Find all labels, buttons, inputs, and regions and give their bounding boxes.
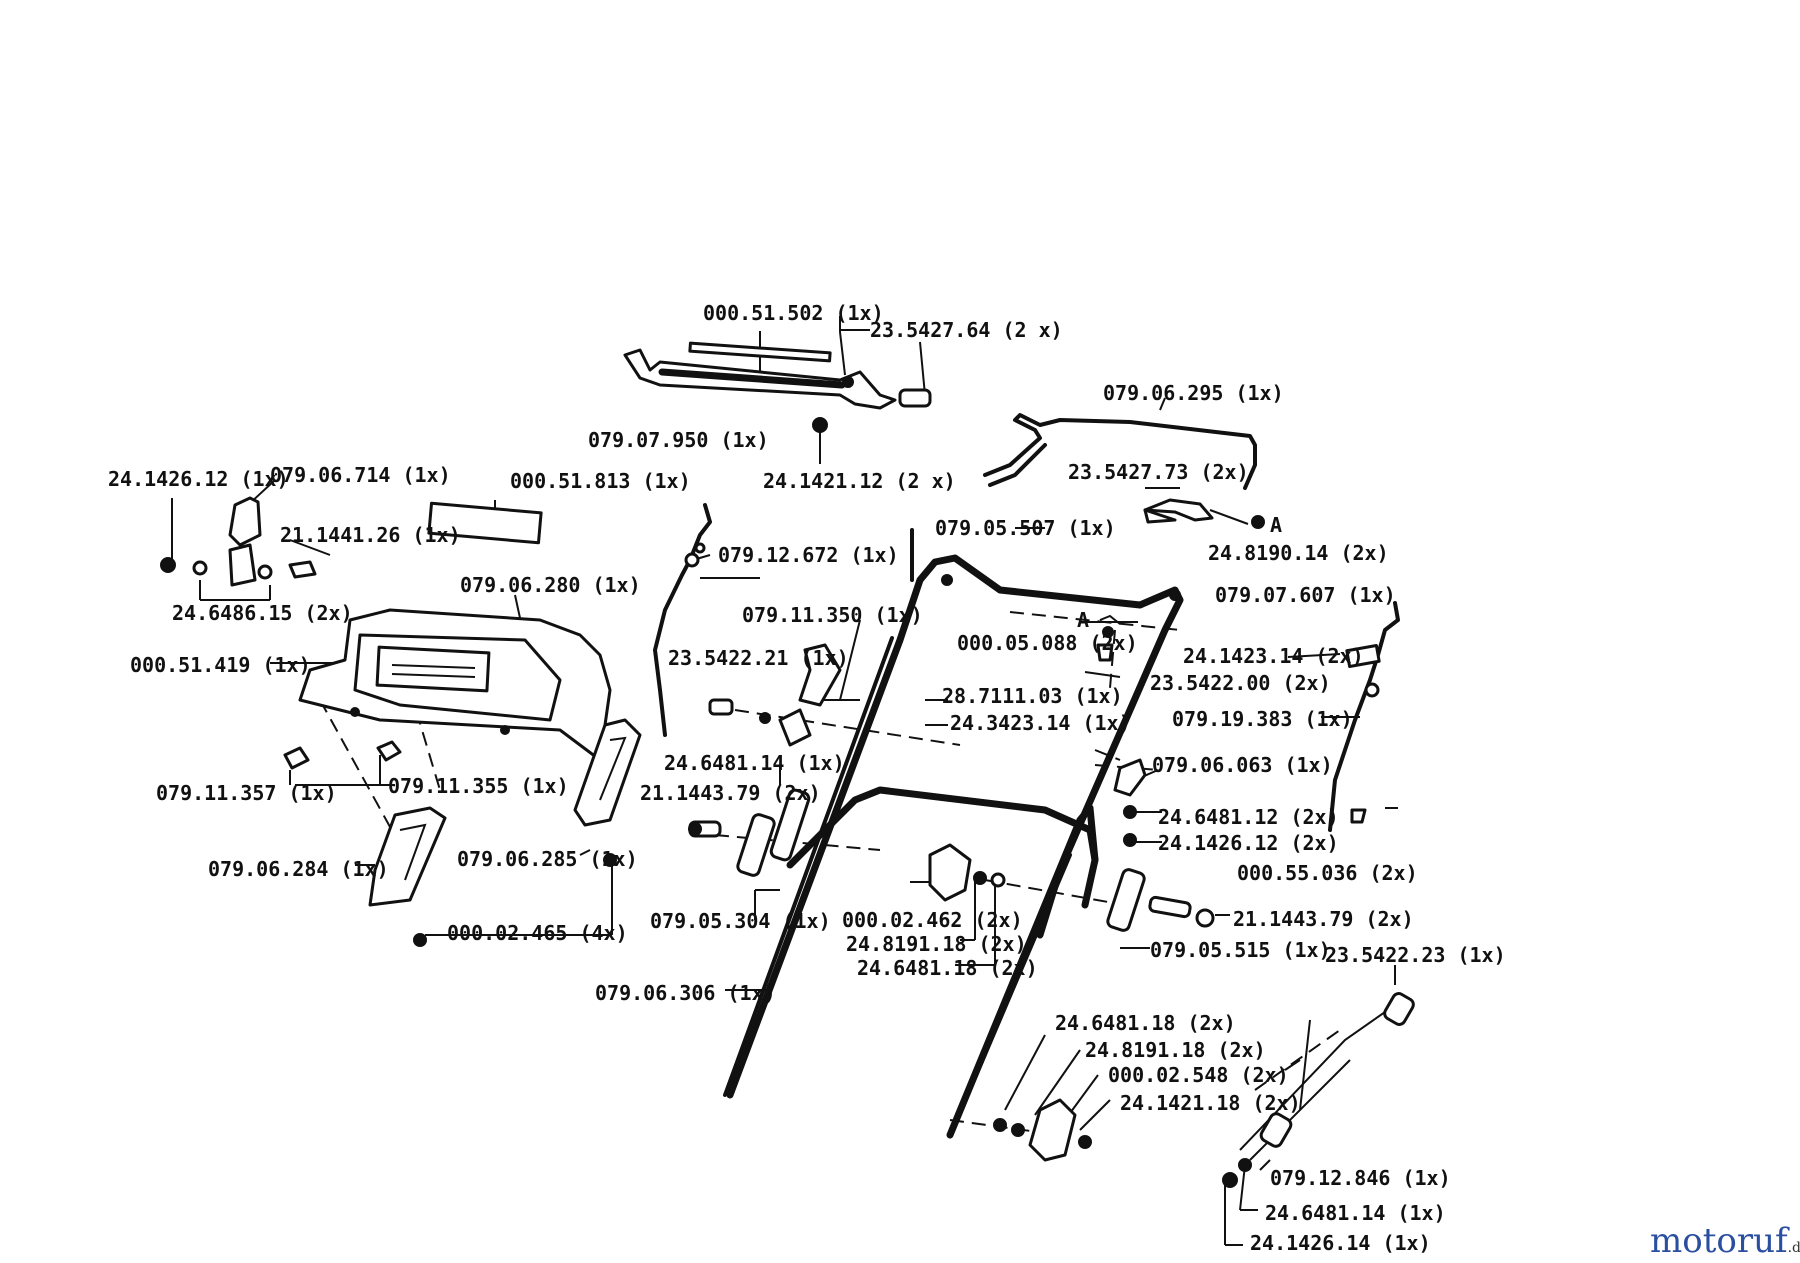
label-28-7111-03: 28.7111.03 (1x) — [942, 684, 1123, 708]
watermark-logo: motoruf.de — [1650, 1221, 1800, 1261]
label-079-05-507: 079.05.507 (1x) — [935, 516, 1116, 540]
label-079-06-063: 079.06.063 (1x) — [1152, 753, 1333, 777]
watermark-brand: motoruf — [1650, 1221, 1790, 1261]
label-000-51-419: 000.51.419 (1x) — [130, 653, 311, 677]
watermark-tld: .de — [1788, 1240, 1800, 1256]
handle-bar-079-06-295 — [983, 413, 1265, 529]
label-24-8190-14: 24.8190.14 (2x) — [1208, 541, 1389, 565]
switch-079-06-714 — [160, 496, 317, 587]
label-23-5422-21: 23.5422.21 (1x) — [668, 646, 849, 670]
label-079-11-355: 079.11.355 (1x) — [388, 774, 569, 798]
label-079-07-607: 079.07.607 (1x) — [1215, 583, 1396, 607]
label-23-5427-64: 23.5427.64 (2 x) — [870, 318, 1063, 342]
label-24-1426-12-a: 24.1426.12 (1x) — [108, 467, 289, 491]
knob-000-02-462 — [928, 843, 1006, 902]
label-24-1423-14: 24.1423.14 (2x) — [1183, 644, 1364, 668]
label-21-1443-79-b: 21.1443.79 (2x) — [1233, 907, 1414, 931]
part-labels: 000.51.502 (1x) 23.5427.64 (2 x) 079.07.… — [108, 301, 1506, 1255]
bracket-079-06-284 — [368, 806, 447, 907]
clamp-079-05-515 — [1106, 868, 1215, 932]
label-23-5422-23: 23.5422.23 (1x) — [1325, 943, 1506, 967]
control-079-06-063 — [1096, 614, 1147, 847]
label-23-5422-00: 23.5422.00 (2x) — [1150, 671, 1331, 695]
label-24-6481-14: 24.6481.14 (1x) — [664, 751, 845, 775]
label-079-11-357: 079.11.357 (1x) — [156, 781, 337, 805]
label-000-02-462: 000.02.462 (2x) — [842, 908, 1023, 932]
label-079-06-284: 079.06.284 (1x) — [208, 857, 389, 881]
knob-000-02-548 — [993, 1098, 1092, 1162]
label-079-12-672: 079.12.672 (1x) — [718, 543, 899, 567]
label-24-1426-12-b: 24.1426.12 (2x) — [1158, 831, 1339, 855]
label-079-06-306: 079.06.306 (1x) — [595, 981, 776, 1005]
label-079-06-295: 079.06.295 (1x) — [1103, 381, 1284, 405]
label-24-6481-12: 24.6481.12 (2x) — [1158, 805, 1339, 829]
cover-079-06-280 — [298, 501, 612, 762]
label-079-06-280: 079.06.280 (1x) — [460, 573, 641, 597]
label-079-12-846: 079.12.846 (1x) — [1270, 1166, 1451, 1190]
label-21-1443-79-a: 21.1443.79 (2x) — [640, 781, 821, 805]
label-079-07-950: 079.07.950 (1x) — [588, 428, 769, 452]
nut-24-1421-12 — [812, 417, 828, 433]
label-23-5427-73: 23.5427.73 (2x) — [1068, 460, 1249, 484]
label-000-02-548: 000.02.548 (2x) — [1108, 1063, 1289, 1087]
label-079-19-383: 079.19.383 (1x) — [1172, 707, 1353, 731]
label-000-05-088: 000.05.088 (2x) — [957, 631, 1138, 655]
svg-text:motoruf.de: motoruf.de — [1650, 1221, 1800, 1261]
label-000-02-465: 000.02.465 (4x) — [447, 921, 628, 945]
label-24-1421-12: 24.1421.12 (2 x) — [763, 469, 956, 493]
label-A: A — [1270, 513, 1282, 537]
label-079-11-350: 079.11.350 (1x) — [742, 603, 923, 627]
label-000-51-813: 000.51.813 (1x) — [510, 469, 691, 493]
lower-handle — [786, 786, 1099, 1139]
bracket-079-07-950 — [623, 341, 932, 410]
label-24-1421-18: 24.1421.18 (2x) — [1120, 1091, 1301, 1115]
label-24-6481-14-b: 24.6481.14 (1x) — [1265, 1201, 1446, 1225]
clamp-079-05-304 — [688, 788, 811, 877]
lever-079-11-350 — [708, 643, 842, 747]
label-24-6486-15: 24.6486.15 (2x) — [172, 601, 353, 625]
guide-079-12-846 — [1222, 992, 1415, 1188]
label-24-3423-14: 24.3423.14 (1x) — [950, 711, 1131, 735]
label-079-05-304: 079.05.304 (1x) — [650, 909, 831, 933]
label-A-2: A — [1077, 608, 1089, 632]
clips-079-11-357 — [283, 740, 402, 770]
cable-079-19-383 — [1328, 601, 1400, 832]
label-24-8191-18-a: 24.8191.18 (2x) — [846, 932, 1027, 956]
label-079-05-515: 079.05.515 (1x) — [1150, 938, 1331, 962]
label-24-8191-18-b: 24.8191.18 (2x) — [1085, 1038, 1266, 1062]
label-21-1441-26: 21.1441.26 (1x) — [280, 523, 461, 547]
handle-tube-079-06-306 — [723, 528, 1184, 1099]
label-000-51-502: 000.51.502 (1x) — [703, 301, 884, 325]
label-079-06-714: 079.06.714 (1x) — [270, 463, 451, 487]
label-079-06-285: 079.06.285 (1x) — [457, 847, 638, 871]
label-24-6481-18-a: 24.6481.18 (2x) — [857, 956, 1038, 980]
cable-079-12-672 — [653, 503, 712, 737]
label-24-1426-14: 24.1426.14 (1x) — [1250, 1231, 1431, 1255]
label-000-55-036: 000.55.036 (2x) — [1237, 861, 1418, 885]
label-24-6481-18-b: 24.6481.18 (2x) — [1055, 1011, 1236, 1035]
bracket-079-06-285 — [413, 718, 642, 947]
